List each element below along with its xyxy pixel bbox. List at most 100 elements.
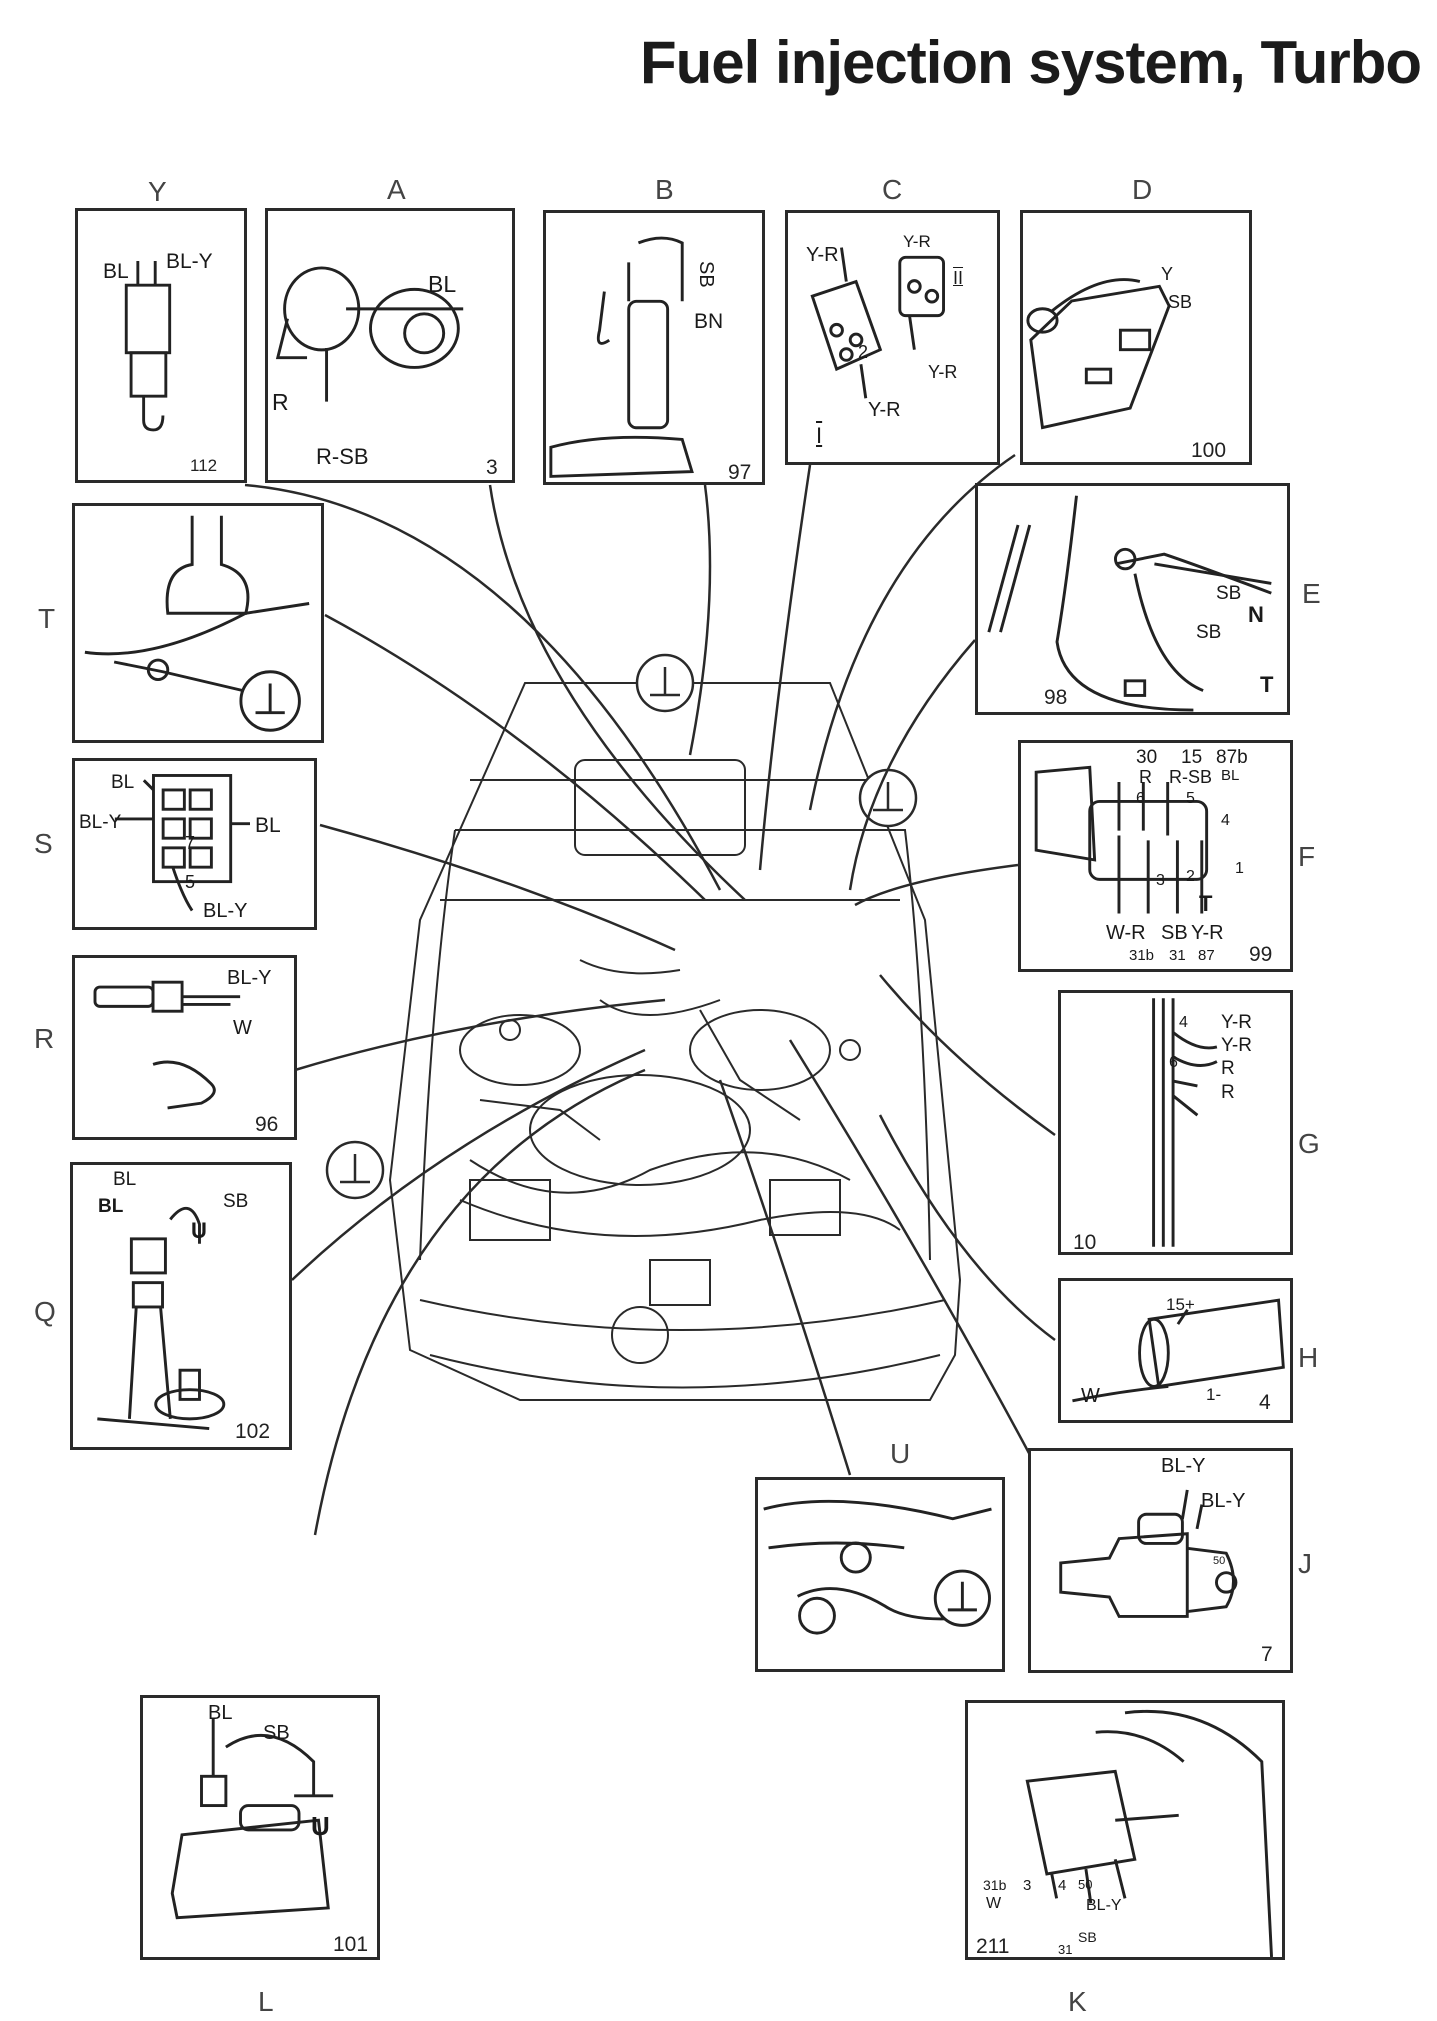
wire-label: W xyxy=(1081,1385,1100,1407)
part-number: 97 xyxy=(728,461,752,484)
wire-label: R xyxy=(272,389,289,415)
panel-R: BL-Y W 96 xyxy=(72,955,297,1140)
wire-label: SB xyxy=(1161,922,1188,944)
connector-mark: 6 xyxy=(1169,1054,1178,1071)
label-S: S xyxy=(34,828,53,859)
wire-label: BL-Y xyxy=(1161,1455,1206,1477)
panel-Q: BL BL SB U 102 xyxy=(70,1162,292,1450)
label-C: C xyxy=(882,174,903,205)
connector-mark: T xyxy=(1199,891,1213,916)
wire-label: R xyxy=(1221,1082,1235,1103)
wire-label: 4 xyxy=(1058,1877,1067,1894)
wire-label: SB xyxy=(263,1722,290,1744)
wire-label: R xyxy=(1139,767,1152,787)
wire-label: Y-R xyxy=(928,362,958,382)
panel-E: SB SB N T 98 xyxy=(975,483,1290,715)
wire-label: BN xyxy=(694,310,724,333)
wire-label: Y xyxy=(1161,264,1174,284)
part-number: 99 xyxy=(1249,943,1273,966)
label-B: B xyxy=(655,174,674,205)
label-T: T xyxy=(38,603,56,634)
wire-label: 1 xyxy=(1235,860,1244,877)
wire-label: W-R xyxy=(1106,922,1146,944)
panel-S: BL BL-Y BL BL-Y 7 5 xyxy=(72,758,317,930)
label-L: L xyxy=(258,1986,274,2017)
wire-label: BL xyxy=(111,772,135,793)
wire-label: SB xyxy=(1078,1929,1097,1945)
wire-label: SB xyxy=(1216,583,1242,604)
panel-B: SB BN 97 xyxy=(543,210,765,485)
connector-mark: 5 xyxy=(185,872,196,892)
label-U: U xyxy=(890,1438,911,1469)
part-number: 102 xyxy=(235,1420,271,1443)
panel-K: 31b W 3 4 50 BL-Y SB 31 211 xyxy=(965,1700,1285,1960)
wire-label: BL xyxy=(103,260,129,283)
wire-label: W xyxy=(986,1895,1002,1912)
wire-label: BL xyxy=(255,814,281,837)
label-G: G xyxy=(1298,1128,1320,1159)
part-number: 10 xyxy=(1073,1231,1097,1254)
label-J: J xyxy=(1298,1548,1312,1579)
panel-G: Y-R Y-R R R 4 6 10 xyxy=(1058,990,1293,1255)
connector-mark: 1- xyxy=(1206,1385,1222,1404)
label-H: H xyxy=(1298,1342,1319,1373)
wire-label: SB xyxy=(695,261,717,288)
connector-mark: 3 xyxy=(1023,1877,1032,1894)
connector-mark: 50 xyxy=(1213,1555,1226,1567)
wire-label: Y-R xyxy=(868,399,901,421)
panel-L: BL SB U 101 xyxy=(140,1695,380,1960)
wire-label: R-SB xyxy=(1169,767,1213,787)
part-number: 96 xyxy=(255,1113,279,1136)
connector-mark: I xyxy=(816,423,823,448)
wire-label: R xyxy=(1221,1058,1235,1079)
panel-H: 15+ W 1- 4 xyxy=(1058,1278,1293,1423)
wire-label: 3 xyxy=(1156,872,1165,889)
connector-mark: U xyxy=(311,1811,330,1841)
panel-F: 30 15 87b R R-SB BL 6 5 4 3 2 1 W-R SB Y… xyxy=(1018,740,1293,972)
wire-label: BL xyxy=(1221,767,1240,784)
wire-label: 31 xyxy=(1058,1942,1073,1957)
wire-label: SB xyxy=(223,1191,249,1212)
wire-label: 30 xyxy=(1136,747,1158,768)
wire-label: 31b xyxy=(983,1877,1007,1893)
panel-J: BL-Y BL-Y 50 7 xyxy=(1028,1448,1293,1673)
wire-label: BL-Y xyxy=(1201,1490,1246,1512)
label-A: A xyxy=(387,174,406,205)
label-E: E xyxy=(1302,578,1321,609)
wire-label: 2 xyxy=(1186,868,1195,885)
label-Y: Y xyxy=(148,176,167,207)
panel-Y: BL BL-Y 112 xyxy=(75,208,247,483)
wire-label: BL xyxy=(208,1702,233,1724)
connector-mark: 50 xyxy=(1078,1877,1093,1892)
wire-label: 5 xyxy=(1186,790,1195,807)
page-title: Fuel injection system, Turbo xyxy=(639,29,1422,96)
wire-label: BL xyxy=(113,1169,137,1190)
wire-label: Y-R xyxy=(1221,1012,1252,1033)
part-number: 211 xyxy=(976,1935,1010,1958)
wire-label: Y-R xyxy=(903,232,931,251)
wire-label: SB xyxy=(1196,622,1222,643)
wire-label: SB xyxy=(1168,292,1193,312)
panel-D: Y SB 100 xyxy=(1020,210,1252,465)
wire-label: BL-Y xyxy=(227,967,272,989)
panel-C: Y-R Y-R Y-R Y-R II I 2 xyxy=(785,210,1000,465)
wire-label: R-SB xyxy=(316,444,369,469)
wire-label: BL xyxy=(98,1196,124,1217)
panel-U xyxy=(755,1477,1005,1672)
wire-label: 15 xyxy=(1181,747,1203,768)
part-number: 4 xyxy=(1259,1391,1271,1414)
connector-mark: 4 xyxy=(1179,1014,1188,1031)
connector-mark: II xyxy=(953,268,964,288)
wire-label: W xyxy=(233,1017,252,1039)
panel-A: BL R R-SB 3 xyxy=(265,208,515,483)
connector-mark: 2 xyxy=(858,342,869,362)
part-number: 3 xyxy=(486,456,498,479)
label-D: D xyxy=(1132,174,1153,205)
connector-mark: U xyxy=(191,1218,207,1243)
panel-T xyxy=(72,503,324,743)
part-number: 100 xyxy=(1191,439,1227,462)
wire-label: 87 xyxy=(1198,947,1215,964)
label-R: R xyxy=(34,1023,55,1054)
wire-label: Y-R xyxy=(1221,1035,1252,1056)
wire-label: Y-R xyxy=(806,244,839,266)
